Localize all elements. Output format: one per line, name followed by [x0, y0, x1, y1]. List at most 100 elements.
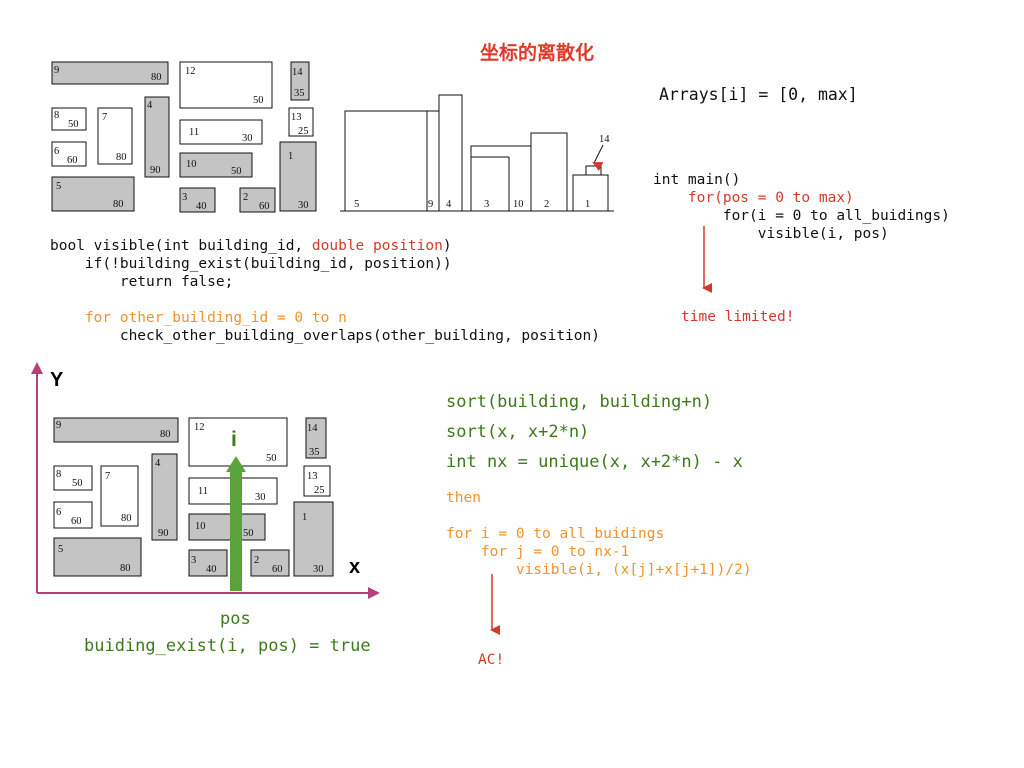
- building-5: 5 80: [51, 176, 135, 212]
- loop-code: for i = 0 to all_buidings for j = 0 to n…: [446, 526, 752, 578]
- svg-text:35: 35: [294, 88, 305, 99]
- building-7: 7 80: [100, 465, 139, 527]
- svg-text:5: 5: [56, 181, 61, 192]
- svg-text:50: 50: [253, 95, 264, 106]
- svg-text:60: 60: [272, 564, 283, 575]
- time-limited-label: time limited!: [681, 309, 795, 325]
- svg-text:14: 14: [292, 67, 303, 78]
- svg-text:1: 1: [302, 512, 307, 523]
- svg-text:60: 60: [67, 155, 78, 166]
- building-4: 4 90: [151, 453, 178, 541]
- svg-text:35: 35: [309, 447, 320, 458]
- svg-text:2: 2: [254, 555, 259, 566]
- building-14: 14 35: [290, 61, 310, 101]
- building-1: 1 30: [279, 141, 317, 212]
- position-arrow: [226, 456, 246, 591]
- svg-text:60: 60: [259, 201, 270, 212]
- svg-text:50: 50: [231, 166, 242, 177]
- svg-text:80: 80: [121, 513, 132, 524]
- svg-text:12: 12: [185, 66, 196, 77]
- svg-text:4: 4: [446, 199, 452, 210]
- svg-text:6: 6: [54, 146, 59, 157]
- svg-text:7: 7: [102, 112, 107, 123]
- svg-text:2: 2: [243, 192, 248, 203]
- svg-text:80: 80: [113, 199, 124, 210]
- svg-text:3: 3: [191, 555, 196, 566]
- x-axis-label: x: [349, 556, 361, 578]
- svg-text:13: 13: [291, 112, 302, 123]
- svg-text:6: 6: [56, 507, 61, 518]
- svg-text:1: 1: [585, 199, 590, 210]
- svg-text:10: 10: [195, 521, 206, 532]
- svg-text:3: 3: [182, 192, 187, 203]
- svg-text:5: 5: [354, 199, 359, 210]
- building-3: 3 40: [188, 549, 228, 577]
- svg-text:4: 4: [155, 458, 161, 469]
- visible-code: bool visible(int building_id, double pos…: [50, 238, 600, 344]
- front-elevation: 14 5 9 4 3 10 2 1: [340, 94, 614, 212]
- building-12: 12 50: [179, 61, 273, 109]
- svg-text:3: 3: [484, 199, 489, 210]
- building-4: 4 90: [144, 96, 170, 178]
- svg-text:4: 4: [147, 100, 153, 111]
- svg-text:9: 9: [428, 199, 433, 210]
- svg-text:11: 11: [189, 127, 199, 138]
- svg-text:13: 13: [307, 471, 318, 482]
- svg-text:40: 40: [206, 564, 217, 575]
- building-9: 9 80: [51, 61, 169, 85]
- svg-text:9: 9: [56, 420, 61, 431]
- building-14: 14 35: [305, 417, 327, 459]
- svg-text:7: 7: [105, 471, 110, 482]
- ac-label: AC!: [478, 652, 505, 668]
- svg-text:80: 80: [160, 429, 171, 440]
- building-11: 11 30: [179, 119, 263, 145]
- svg-text:5: 5: [58, 544, 63, 555]
- building-6: 6 60: [51, 141, 87, 167]
- svg-text:14: 14: [599, 134, 610, 145]
- svg-text:1: 1: [288, 151, 293, 162]
- building-10: 10 50: [179, 152, 253, 178]
- svg-text:60: 60: [71, 516, 82, 527]
- building-6: 6 60: [53, 501, 93, 529]
- svg-text:90: 90: [150, 165, 161, 176]
- svg-text:2: 2: [544, 199, 549, 210]
- pos-label: pos: [220, 609, 251, 629]
- svg-text:30: 30: [313, 564, 324, 575]
- svg-text:90: 90: [158, 528, 169, 539]
- arrays-line: Arrays[i] = [0, max]: [659, 85, 858, 104]
- svg-text:50: 50: [266, 453, 277, 464]
- svg-text:30: 30: [255, 492, 266, 503]
- svg-text:50: 50: [68, 119, 79, 130]
- svg-text:30: 30: [298, 200, 309, 211]
- svg-text:25: 25: [298, 126, 309, 137]
- y-axis-label: Y: [50, 369, 64, 391]
- building-1: 1 30: [293, 501, 334, 577]
- sort-code: sort(building, building+n) sort(x, x+2*n…: [446, 392, 743, 472]
- svg-text:14: 14: [307, 423, 318, 434]
- building-9: 9 80: [53, 417, 179, 443]
- svg-text:80: 80: [120, 563, 131, 574]
- svg-text:10: 10: [186, 159, 197, 170]
- building-2: 2 60: [239, 187, 276, 213]
- svg-text:50: 50: [72, 478, 83, 489]
- page-title: 坐标的离散化: [479, 42, 594, 64]
- svg-text:8: 8: [56, 469, 61, 480]
- building-12: 12 50: [188, 417, 288, 467]
- main-code: int main() for(pos = 0 to max) for(i = 0…: [653, 172, 950, 242]
- svg-text:11: 11: [198, 486, 208, 497]
- svg-text:12: 12: [194, 422, 205, 433]
- building-3: 3 40: [179, 187, 216, 213]
- svg-text:30: 30: [242, 133, 253, 144]
- svg-text:80: 80: [116, 152, 127, 163]
- building-8: 850: [51, 107, 87, 131]
- then-label: then: [446, 490, 481, 506]
- svg-text:80: 80: [151, 72, 162, 83]
- svg-text:40: 40: [196, 201, 207, 212]
- svg-text:9: 9: [54, 65, 59, 76]
- svg-text:25: 25: [314, 485, 325, 496]
